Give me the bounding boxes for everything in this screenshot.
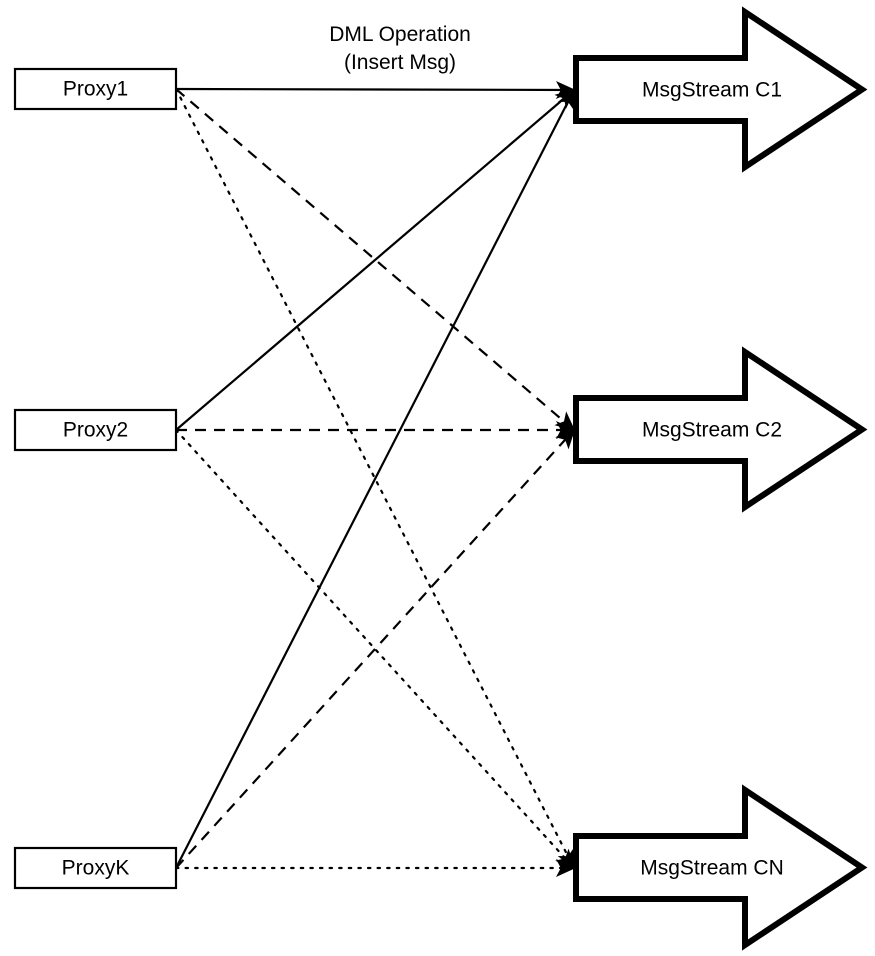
msgstream-arrow-shape-c2[interactable] [573,346,868,513]
edge-caption-line1: DML Operation [329,23,471,46]
edge-caption-line2: (Insert Msg) [344,51,456,74]
msgstream-arrow-shape-c1[interactable] [573,6,868,173]
link-proxy1-to-cn [174,87,576,870]
proxy-box-proxy2[interactable] [13,408,178,452]
link-proxy1-to-c1 [175,80,576,99]
proxy-label-proxy1: Proxy1 [63,78,128,101]
link-proxyK-to-c2 [175,428,576,869]
proxy-label-proxy2: Proxy2 [63,419,128,442]
proxy-box-proxyK[interactable] [13,846,178,890]
proxy-node-proxy2[interactable]: Proxy2 [13,408,178,452]
msgstream-label-c2: MsgStream C2 [642,419,782,442]
msgstream-arrow-shape-cn[interactable] [573,784,868,951]
links-layer [174,80,576,878]
msgstream-node-cn[interactable]: MsgStream CN [573,784,868,951]
link-proxy2-to-cn [174,428,576,870]
proxy-node-proxy1[interactable]: Proxy1 [13,67,178,111]
msgstream-node-c1[interactable]: MsgStream C1 [573,6,868,173]
proxy-label-proxyK: ProxyK [62,857,130,880]
msgstream-label-cn: MsgStream CN [640,857,784,880]
msgstream-node-c2[interactable]: MsgStream C2 [573,346,868,513]
link-proxy2-to-c1 [175,88,576,431]
proxy-node-proxyK[interactable]: ProxyK [13,846,178,890]
edge-caption: DML Operation (Insert Msg) [329,23,471,74]
link-proxyK-to-c1 [175,88,575,869]
msgstream-nodes-layer: MsgStream C1 MsgStream C2 MsgStream CN [573,6,868,951]
msgstream-label-c1: MsgStream C1 [642,79,782,102]
proxy-box-proxy1[interactable] [13,67,178,111]
